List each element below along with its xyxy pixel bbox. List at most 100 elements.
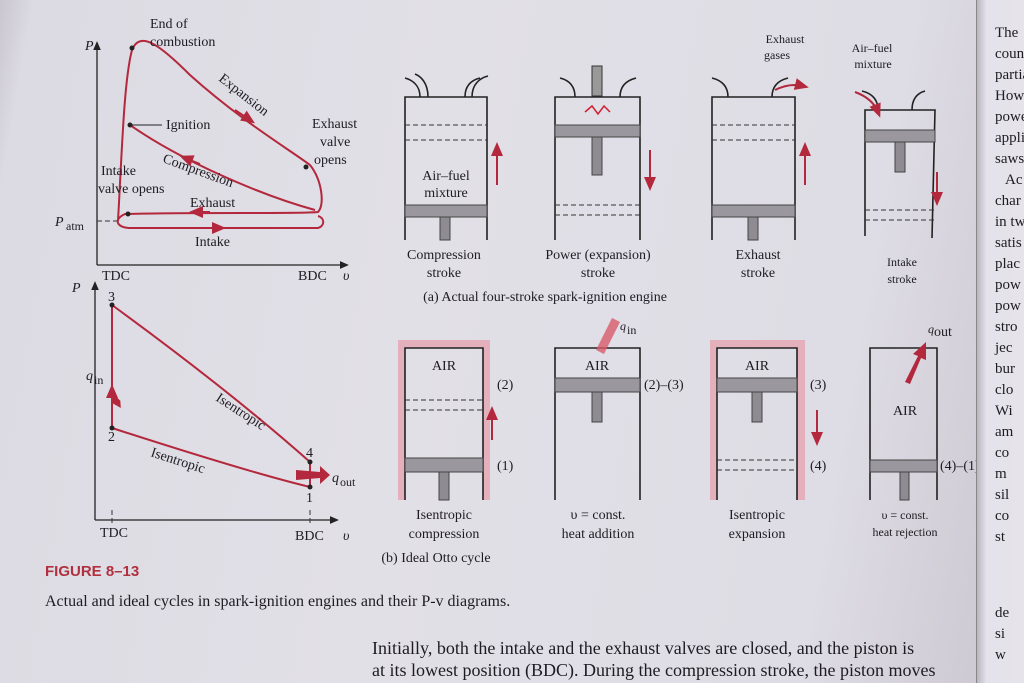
bdc-label: BDC (298, 269, 327, 284)
cylinder-isentropic-expansion: AIR (3) (4) (710, 340, 827, 500)
tdc-label: TDC (102, 269, 130, 284)
air-fuel-top-label-2: mixture (854, 57, 891, 71)
right-page-line: clo (995, 382, 1014, 398)
cylinder-heat-addition: AIR q in (2)–(3) (554, 318, 684, 500)
expansion-label: Expansion (216, 71, 272, 119)
body-text-line: Initially, both the intake and the exhau… (372, 638, 915, 658)
body-text-line: at its lowest position (BDC). During the… (372, 660, 936, 680)
process-label: Isentropic (729, 508, 785, 523)
state-2: 2 (108, 430, 115, 445)
right-page-line: m (995, 466, 1007, 482)
end-of-combustion-label: End of (150, 17, 188, 32)
q-in-arrow (596, 318, 620, 354)
state-label: (4) (810, 459, 827, 474)
right-page-line: de (995, 605, 1010, 621)
process-label: υ = const. (881, 508, 928, 522)
cylinder-intake: Air–fuel mixture (852, 41, 943, 239)
state-1: 1 (306, 491, 313, 506)
right-page-line: count (995, 46, 1024, 62)
right-page-line: pow (995, 298, 1021, 314)
stroke-label: Power (expansion) (545, 248, 651, 263)
air-fuel-label-2: mixture (424, 186, 468, 201)
air-label: AIR (893, 404, 918, 419)
q-out-sub: out (934, 325, 952, 340)
right-page-line: appli (995, 130, 1024, 146)
air-fuel-label: Air–fuel (422, 169, 470, 184)
ideal-pv-diagram: P 2 3 4 1 q in q out Isentropic Isentrop… (71, 281, 356, 544)
process-label: heat addition (562, 527, 635, 542)
exhaust-valve-label-2: valve (320, 135, 350, 150)
state-4: 4 (306, 446, 313, 461)
patm-subscript: atm (66, 219, 85, 233)
intake-valve-label: Intake (101, 164, 136, 179)
q-out-arrow (296, 466, 330, 484)
cylinder-compression: Air–fuel mixture (404, 73, 503, 241)
actual-pv-diagram: P P atm End of combustion Ignition Expan… (54, 17, 357, 284)
p-axis-label: P (84, 39, 94, 54)
stroke-label: stroke (427, 266, 461, 281)
intake-valve-label-2: valve opens (98, 182, 164, 197)
stroke-label: stroke (581, 266, 615, 281)
q-in-label: q (86, 369, 93, 384)
process-label: expansion (729, 527, 786, 542)
air-fuel-top-label: Air–fuel (852, 41, 893, 55)
q-in-sub: in (627, 323, 636, 337)
right-page-line: char (995, 193, 1021, 209)
right-page-margin: The count partia Howe powe appli saws Ac… (976, 0, 1024, 683)
right-page-line: co (995, 445, 1010, 461)
q-out-arrow (905, 342, 926, 384)
v-axis-label: υ (343, 269, 349, 284)
right-page-line: satis (995, 235, 1022, 251)
right-page-line: plac (995, 256, 1020, 272)
end-of-combustion-label-2: combustion (150, 35, 215, 50)
isentropic-upper-label: Isentropic (213, 391, 268, 434)
actual-engine-strokes: Air–fuel mixture Exhaust gases (404, 32, 943, 305)
right-page-line: co (995, 508, 1010, 524)
cylinder-heat-rejection: q out AIR (4)–(1) (869, 322, 980, 501)
right-page-line: sil (995, 487, 1010, 503)
q-out-label: q (928, 322, 934, 336)
actual-engine-caption: (a) Actual four-stroke spark-ignition en… (423, 290, 667, 305)
exhaust-valve-label: Exhaust (312, 117, 357, 132)
process-label: υ = const. (571, 508, 626, 523)
compression-curve (129, 124, 316, 211)
right-page-line: bur (995, 361, 1015, 377)
stroke-label: stroke (887, 272, 916, 286)
right-page-line: Howe (995, 88, 1024, 104)
stroke-label: Compression (407, 248, 481, 263)
intake-label: Intake (195, 235, 230, 250)
air-label: AIR (745, 359, 770, 374)
process-label: Isentropic (416, 508, 472, 523)
right-page-line: pow (995, 277, 1021, 293)
q-out-sub: out (340, 475, 356, 489)
q-out-label: q (332, 471, 339, 486)
p-axis-label: P (71, 281, 81, 296)
stroke-label: Exhaust (735, 248, 780, 263)
spark-plug-icon (591, 65, 603, 97)
right-page-line: jec (995, 340, 1013, 356)
cylinder-isentropic-compression: AIR (2) (1) (398, 340, 514, 501)
cylinder-exhaust: Exhaust gases (711, 32, 811, 241)
bdc-label: BDC (295, 529, 324, 544)
right-page-line: stro (995, 319, 1018, 335)
right-page-line: The (995, 25, 1019, 41)
otto-cycle-curve (111, 304, 311, 489)
state-label: (3) (810, 378, 827, 393)
tdc-label: TDC (100, 526, 128, 541)
compression-label: Compression (161, 152, 236, 191)
cylinder-power (554, 65, 656, 240)
process-label: compression (409, 527, 480, 542)
exhaust-label: Exhaust (190, 196, 235, 211)
right-page-line: am (995, 424, 1014, 440)
state-label: (2) (497, 378, 514, 393)
right-page-line: Ac (1005, 172, 1023, 188)
exhaust-valve-label-3: opens (314, 153, 347, 168)
process-label: heat rejection (873, 525, 938, 539)
right-page-line: in tw (995, 214, 1024, 230)
right-page-line: w (995, 647, 1006, 663)
right-page-line: st (995, 529, 1006, 545)
ideal-engine-strokes: AIR (2) (1) AIR q in (2)–(3) AIR (3) (4) (381, 318, 980, 566)
exhaust-gases-label: Exhaust (766, 32, 805, 46)
state-3: 3 (108, 290, 115, 305)
